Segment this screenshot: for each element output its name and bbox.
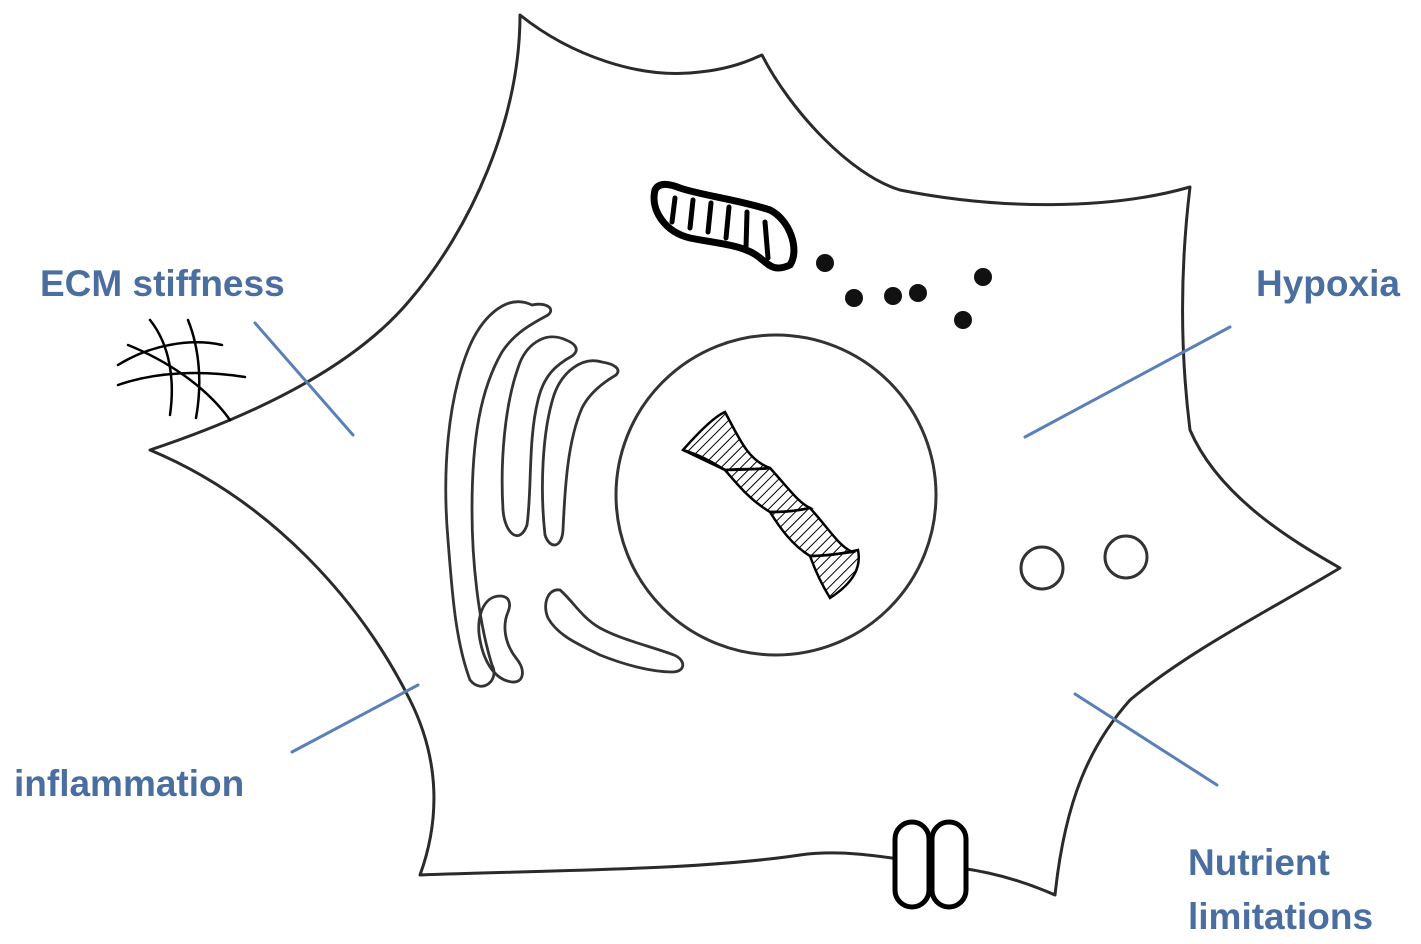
nutrient-limitations-label: Nutrient limitations — [1188, 836, 1373, 944]
ecm-leader-line — [255, 323, 353, 435]
ribosome-dots — [816, 254, 992, 329]
ecm-fibers-icon — [118, 320, 245, 420]
inflammation-leader-line — [292, 685, 418, 752]
golgi-apparatus — [446, 302, 683, 686]
hypoxia-leader-line — [1025, 327, 1230, 437]
inflammation-label: inflammation — [14, 762, 244, 806]
nutrient-leader-line — [1075, 694, 1217, 785]
nutrient-label-line1: Nutrient — [1188, 836, 1373, 890]
membrane-channel-icon — [895, 822, 966, 907]
ecm-stiffness-label: ECM stiffness — [40, 262, 285, 306]
nutrient-label-line2: limitations — [1188, 890, 1373, 944]
dna-helix-icon — [683, 412, 859, 598]
leader-lines — [255, 323, 1230, 785]
vesicles — [1021, 536, 1147, 589]
mitochondrion-icon — [654, 184, 794, 268]
hypoxia-label: Hypoxia — [1256, 262, 1400, 306]
